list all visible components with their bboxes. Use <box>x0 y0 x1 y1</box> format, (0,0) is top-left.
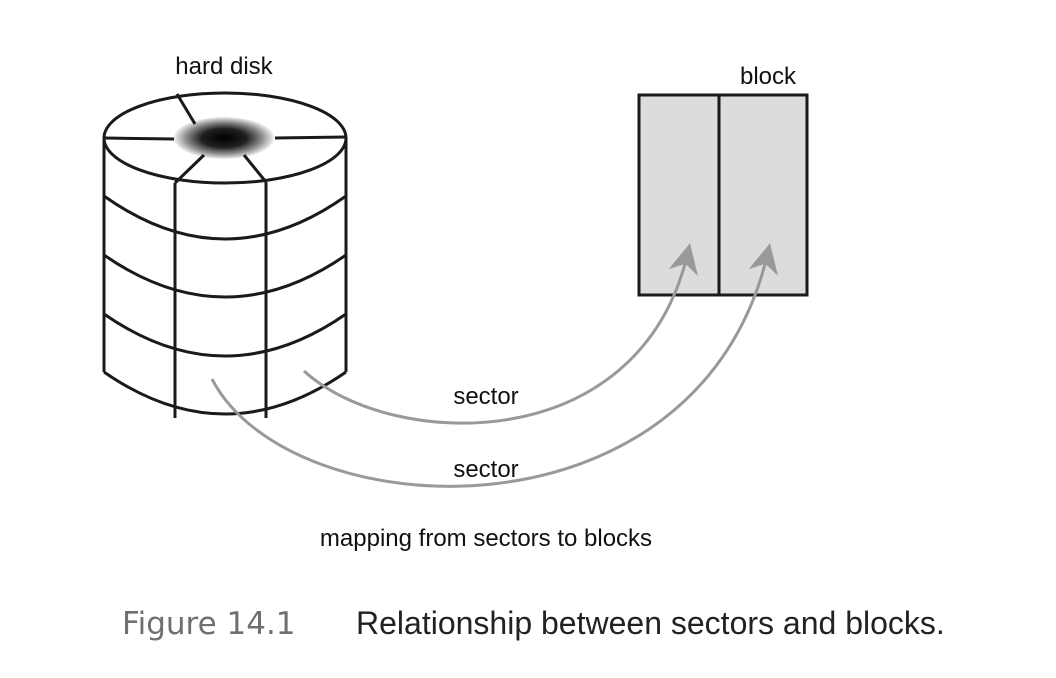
disk-sector-lines-side <box>173 182 268 418</box>
mapping-arrows <box>210 243 778 488</box>
block <box>637 93 809 297</box>
figure-caption-text: Relationship between sectors and blocks. <box>356 605 945 641</box>
figure-number: Figure 14.1 <box>122 606 296 642</box>
block-outline <box>637 93 809 297</box>
hard-disk-label: hard disk <box>175 53 273 80</box>
disk-track-bands <box>103 194 347 416</box>
figure-caption: Figure 14.1 Relationship between sectors… <box>122 605 945 642</box>
disk-spindle-hole <box>174 117 274 159</box>
upper-sector-arrow <box>302 243 698 425</box>
sector-label-lower: sector <box>453 456 518 483</box>
hard-disk <box>102 91 348 418</box>
mapping-label: mapping from sectors to blocks <box>320 525 652 552</box>
block-label: block <box>740 63 797 90</box>
lower-sector-arrow <box>210 243 778 488</box>
sector-label-upper: sector <box>453 383 518 410</box>
disk-sector-lines-top <box>103 93 347 185</box>
